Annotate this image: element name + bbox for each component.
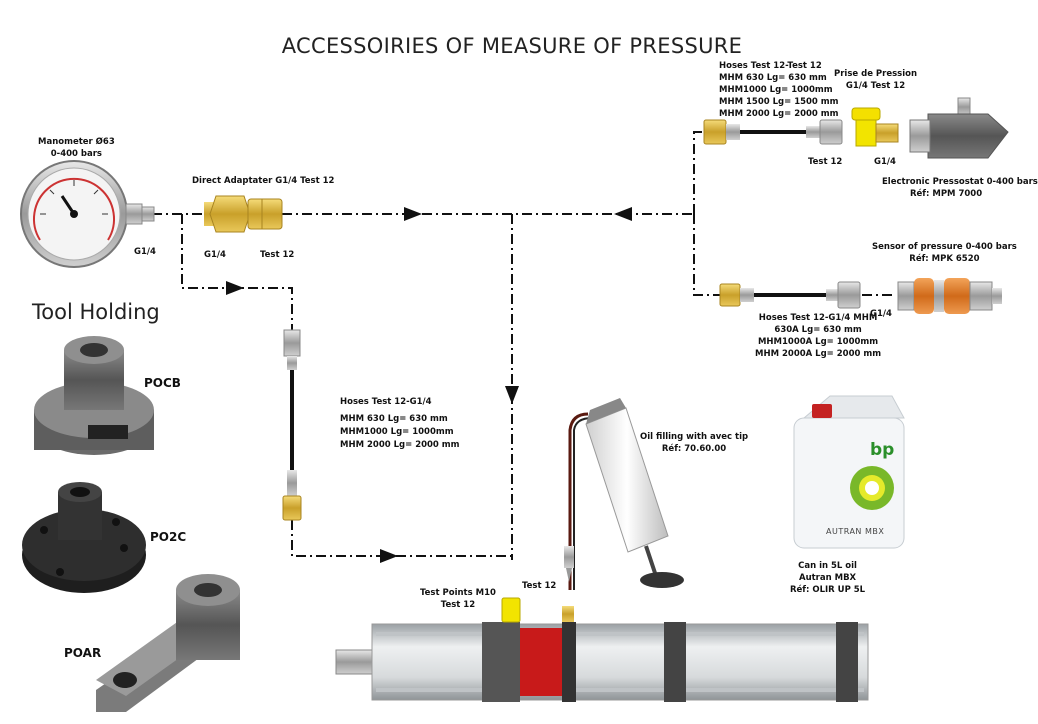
sensor-ref: Réf: MPK 6520 — [909, 254, 980, 264]
test-points-name: Test Points M10 — [420, 588, 496, 598]
hoses-left-line: MHM 630 Lg= 630 mm — [340, 414, 448, 424]
pressostat-label: Electronic Pressostat 0-400 bars Réf: MP… — [882, 176, 1038, 200]
can-ref: Réf: OLIR UP 5L — [790, 585, 866, 595]
direct-adapter — [204, 195, 283, 233]
manometer-range: 0-400 bars — [50, 149, 102, 159]
can-name: Can in 5L oil — [798, 561, 857, 571]
direct-adapter-port-right: Test 12 — [260, 250, 295, 260]
bp-logo-icon — [850, 466, 894, 510]
direct-adapter-name: Direct Adaptater G1/4 Test 12 — [192, 176, 335, 186]
prise-port: G1/4 — [874, 157, 896, 167]
hoses-left-line: MHM1000 Lg= 1000mm — [340, 427, 454, 437]
flow-arrows — [226, 207, 632, 563]
hoses-top-line: MHM 1500 Lg= 1500 mm — [719, 97, 839, 107]
hoses-mid-label: Hoses Test 12-G1/4 MHM 630A Lg= 630 mm M… — [755, 312, 881, 360]
prise-title: Prise de Pression — [834, 69, 918, 79]
arrow-right-icon — [226, 281, 244, 295]
arrow-down-icon — [505, 386, 519, 404]
oil-filling-ref: Réf: 70.60.00 — [661, 444, 727, 454]
page-title: ACCESSOIRIES OF MEASURE OF PRESSURE — [281, 34, 743, 58]
bp-logo-text: bp — [870, 440, 895, 460]
hose-mid — [719, 281, 861, 309]
hoses-mid-title: Hoses Test 12-G1/4 MHM — [758, 313, 878, 323]
hoses-top-line: MHM 630 Lg= 630 mm — [719, 73, 827, 83]
hoses-top-end-label: Test 12 — [808, 157, 843, 167]
prise-de-pression — [851, 107, 899, 147]
manometer-port: G1/4 — [134, 247, 156, 257]
hoses-top-line: MHM 2000 Lg= 2000 mm — [719, 109, 839, 119]
hoses-mid-line: 630A Lg= 630 mm — [774, 325, 862, 335]
test-points-label: Test Points M10 Test 12 — [420, 587, 496, 611]
hoses-top-title: Hoses Test 12-Test 12 — [719, 61, 822, 71]
hoses-mid-line: MHM 2000A Lg= 2000 mm — [755, 349, 882, 359]
arrow-right-icon — [380, 549, 398, 563]
test-points-right-label: Test 12 — [522, 581, 557, 591]
oil-filling-syringe — [564, 398, 684, 590]
tool-holding-title: Tool Holding — [32, 300, 160, 324]
sensor-name: Sensor of pressure 0-400 bars — [872, 242, 1017, 252]
tool-po2c — [22, 482, 146, 593]
oil-can — [793, 395, 905, 549]
tool-poar-label: POAR — [64, 646, 102, 660]
manometer-label: Manometer Ø63 0-400 bars — [38, 136, 115, 160]
can-oil: Autran MBX — [798, 573, 857, 583]
hydraulic-cylinder — [335, 597, 869, 702]
hoses-left-title: Hoses Test 12-G1/4 — [340, 397, 432, 407]
hoses-mid-line: MHM1000A Lg= 1000mm — [757, 337, 879, 347]
oil-filling-name: Oil filling with avec tip — [640, 432, 749, 442]
hoses-top-label: Hoses Test 12-Test 12 MHM 630 Lg= 630 mm… — [719, 60, 839, 120]
hose-top — [703, 119, 843, 145]
hoses-left-label: Hoses Test 12-G1/4 MHM 630 Lg= 630 mm MH… — [340, 396, 460, 452]
pressure-sensor — [897, 278, 1002, 314]
prise-label: Prise de Pression G1/4 Test 12 — [834, 68, 917, 92]
pressostat-ref: Réf: MPM 7000 — [910, 189, 983, 199]
hoses-left-line: MHM 2000 Lg= 2000 mm — [340, 440, 460, 450]
manometer-name: Manometer Ø63 — [38, 137, 115, 147]
hoses-top-line: MHM1000 Lg= 1000mm — [719, 85, 833, 95]
tool-poar — [96, 574, 240, 712]
prise-subtitle: G1/4 Test 12 — [845, 81, 906, 91]
can-product-label: AUTRAN MBX — [826, 527, 885, 536]
sensor-port: G1/4 — [870, 309, 892, 319]
manometer-gauge — [20, 160, 155, 268]
hose-left — [282, 329, 302, 521]
tool-pocb — [34, 336, 154, 455]
oil-filling-label: Oil filling with avec tip Réf: 70.60.00 — [640, 431, 748, 455]
pressostat-name: Electronic Pressostat 0-400 bars — [882, 177, 1038, 187]
arrow-left-icon — [614, 207, 632, 221]
tool-pocb-label: POCB — [144, 376, 181, 390]
electronic-pressostat — [909, 97, 1009, 159]
direct-adapter-port-left: G1/4 — [204, 250, 226, 260]
sensor-label: Sensor of pressure 0-400 bars Réf: MPK 6… — [872, 241, 1017, 265]
can-label: Can in 5L oil Autran MBX Réf: OLIR UP 5L — [790, 560, 865, 596]
arrow-right-icon — [404, 207, 422, 221]
test-points-sub: Test 12 — [440, 600, 476, 610]
tool-po2c-label: PO2C — [150, 530, 187, 544]
